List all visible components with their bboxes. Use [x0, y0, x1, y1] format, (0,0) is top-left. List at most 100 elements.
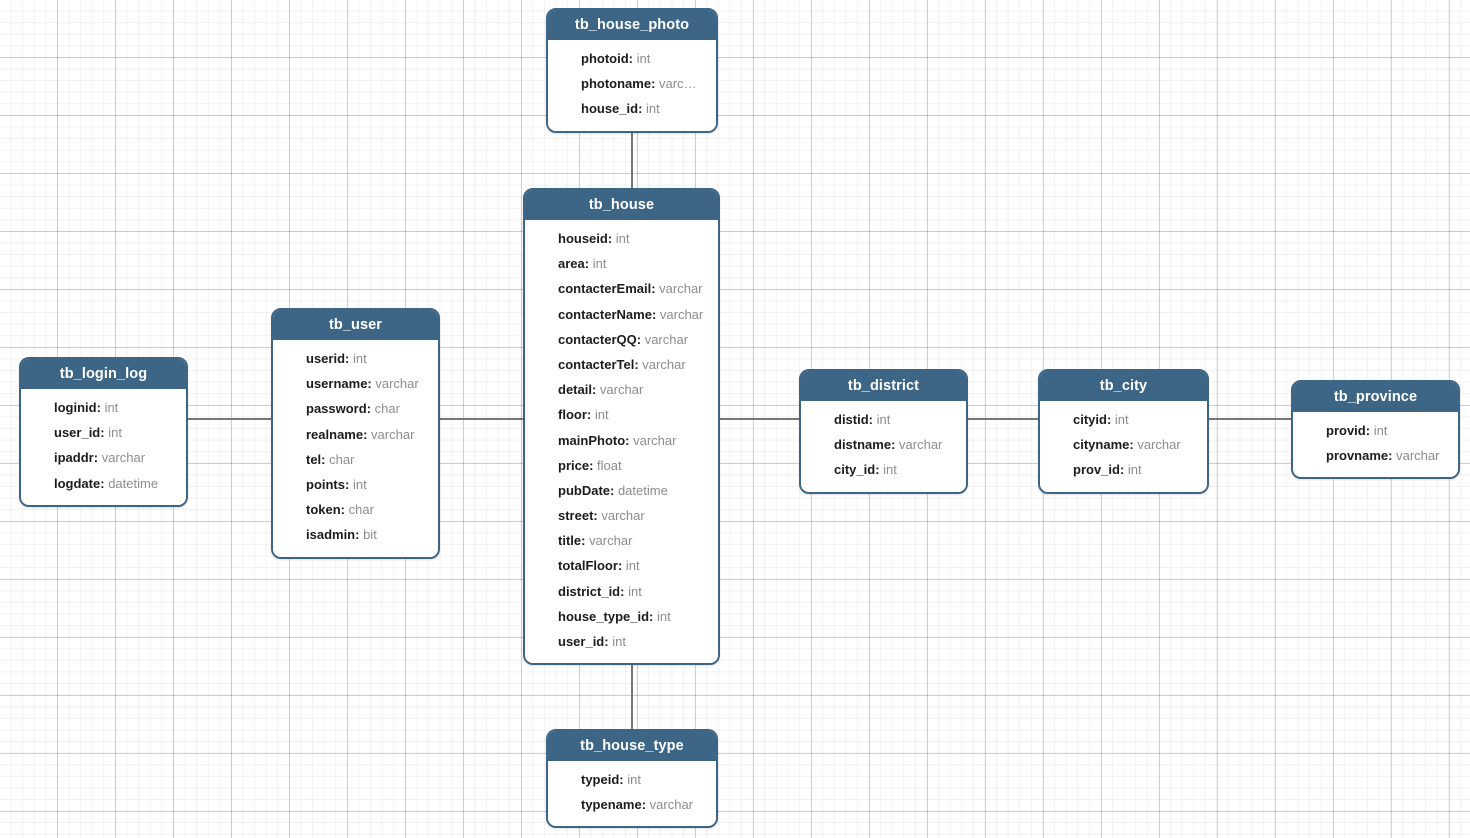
field-row[interactable]: cityid: int [1040, 407, 1207, 432]
field-row[interactable]: floor: int [525, 402, 718, 427]
field-name: realname [306, 426, 364, 442]
field-row[interactable]: isadmin: bit [273, 522, 438, 547]
entity-header-tb_user[interactable]: tb_user [273, 310, 438, 340]
field-type: int [592, 256, 607, 272]
field-row[interactable]: city_id: int [801, 457, 966, 482]
field-row[interactable]: pubDate: datetime [525, 478, 718, 503]
field-name: house_type_id [558, 608, 650, 624]
field-name: distname [834, 437, 892, 453]
entity-header-tb_house[interactable]: tb_house [525, 190, 718, 220]
field-row[interactable]: totalFloor: int [525, 553, 718, 578]
entity-header-tb_district[interactable]: tb_district [801, 371, 966, 401]
connector-house_photo-to-house[interactable] [631, 130, 633, 189]
field-type: varchar [649, 797, 694, 813]
connector-user-to-house[interactable] [439, 418, 524, 420]
field-type: int [876, 412, 891, 427]
field-name: totalFloor [558, 558, 618, 574]
field-row[interactable]: title: varchar [525, 528, 718, 553]
field-name: street [558, 508, 594, 524]
field-row[interactable]: house_type_id: int [525, 604, 718, 629]
field-row[interactable]: area: int [525, 251, 718, 276]
field-separator: : [586, 407, 595, 423]
field-row[interactable]: house_id: int [548, 96, 716, 121]
field-type: bit [363, 527, 377, 543]
field-row[interactable]: token: char [273, 497, 438, 522]
field-separator: : [875, 462, 884, 478]
field-row[interactable]: contacterName: varchar [525, 302, 718, 327]
field-separator: : [100, 475, 109, 491]
connector-house-to-house_type[interactable] [631, 664, 633, 730]
field-row[interactable]: contacterQQ: varchar [525, 327, 718, 352]
field-row[interactable]: realname: varchar [273, 422, 438, 447]
field-row[interactable]: distname: varchar [801, 432, 966, 457]
field-row[interactable]: logdate: datetime [21, 471, 186, 496]
field-row[interactable]: prov_id: int [1040, 457, 1207, 482]
field-type: int [352, 351, 367, 366]
field-row[interactable]: contacterEmail: varchar [525, 276, 718, 301]
connector-city-to-province[interactable] [1208, 418, 1292, 420]
field-type: int [625, 558, 640, 574]
field-row[interactable]: typename: varchar [548, 792, 716, 817]
field-name: photoid [581, 51, 629, 66]
field-type: int [1127, 462, 1142, 478]
field-separator: : [634, 356, 643, 372]
entity-header-tb_house_photo[interactable]: tb_house_photo [548, 10, 716, 40]
field-row[interactable]: houseid: int [525, 226, 718, 251]
field-row[interactable]: ipaddr: varchar [21, 445, 186, 470]
field-row[interactable]: points: int [273, 472, 438, 497]
field-row[interactable]: cityname: varchar [1040, 432, 1207, 457]
field-row[interactable]: user_id: int [525, 629, 718, 654]
field-row[interactable]: street: varchar [525, 503, 718, 528]
entity-header-tb_house_type[interactable]: tb_house_type [548, 731, 716, 761]
connector-login_log-to-user[interactable] [187, 418, 272, 420]
field-name: token [306, 502, 341, 518]
field-separator: : [591, 382, 600, 398]
field-name: contacterEmail [558, 281, 652, 297]
field-name: contacterTel [558, 356, 635, 372]
field-row[interactable]: mainPhoto: varchar [525, 428, 718, 453]
field-separator: : [340, 502, 349, 518]
connector-house-to-district[interactable] [719, 418, 800, 420]
field-row[interactable]: password: char [273, 396, 438, 421]
field-name: detail [558, 382, 592, 398]
field-row[interactable]: user_id: int [21, 420, 186, 445]
field-separator: : [891, 437, 900, 453]
field-row[interactable]: typeid: int [548, 767, 716, 792]
entity-header-tb_login_log[interactable]: tb_login_log [21, 359, 186, 389]
field-row[interactable]: provname: varchar [1293, 443, 1458, 468]
field-name: photoname [581, 76, 652, 92]
field-type: varchar [644, 331, 689, 347]
field-row[interactable]: contacterTel: varchar [525, 352, 718, 377]
field-row[interactable]: loginid: int [21, 395, 186, 420]
connector-district-to-city[interactable] [967, 418, 1039, 420]
field-separator: : [617, 558, 626, 574]
field-row[interactable]: price: float [525, 453, 718, 478]
field-row[interactable]: provid: int [1293, 418, 1458, 443]
entity-header-tb_province[interactable]: tb_province [1293, 382, 1458, 412]
field-name: userid [306, 351, 346, 366]
field-separator: : [604, 634, 613, 649]
field-row[interactable]: username: varchar [273, 371, 438, 396]
field-row[interactable]: distid: int [801, 407, 966, 432]
field-row[interactable]: tel: char [273, 447, 438, 472]
field-name: city_id [834, 462, 876, 478]
field-type: int [628, 583, 642, 599]
field-row[interactable]: photoid: int [548, 46, 716, 71]
field-row[interactable]: district_id: int [525, 579, 718, 604]
field-row[interactable]: userid: int [273, 346, 438, 371]
field-name: username [306, 376, 368, 392]
field-row[interactable]: photoname: varc… [548, 71, 716, 96]
field-row[interactable]: detail: varchar [525, 377, 718, 402]
entity-header-tb_city[interactable]: tb_city [1040, 371, 1207, 401]
